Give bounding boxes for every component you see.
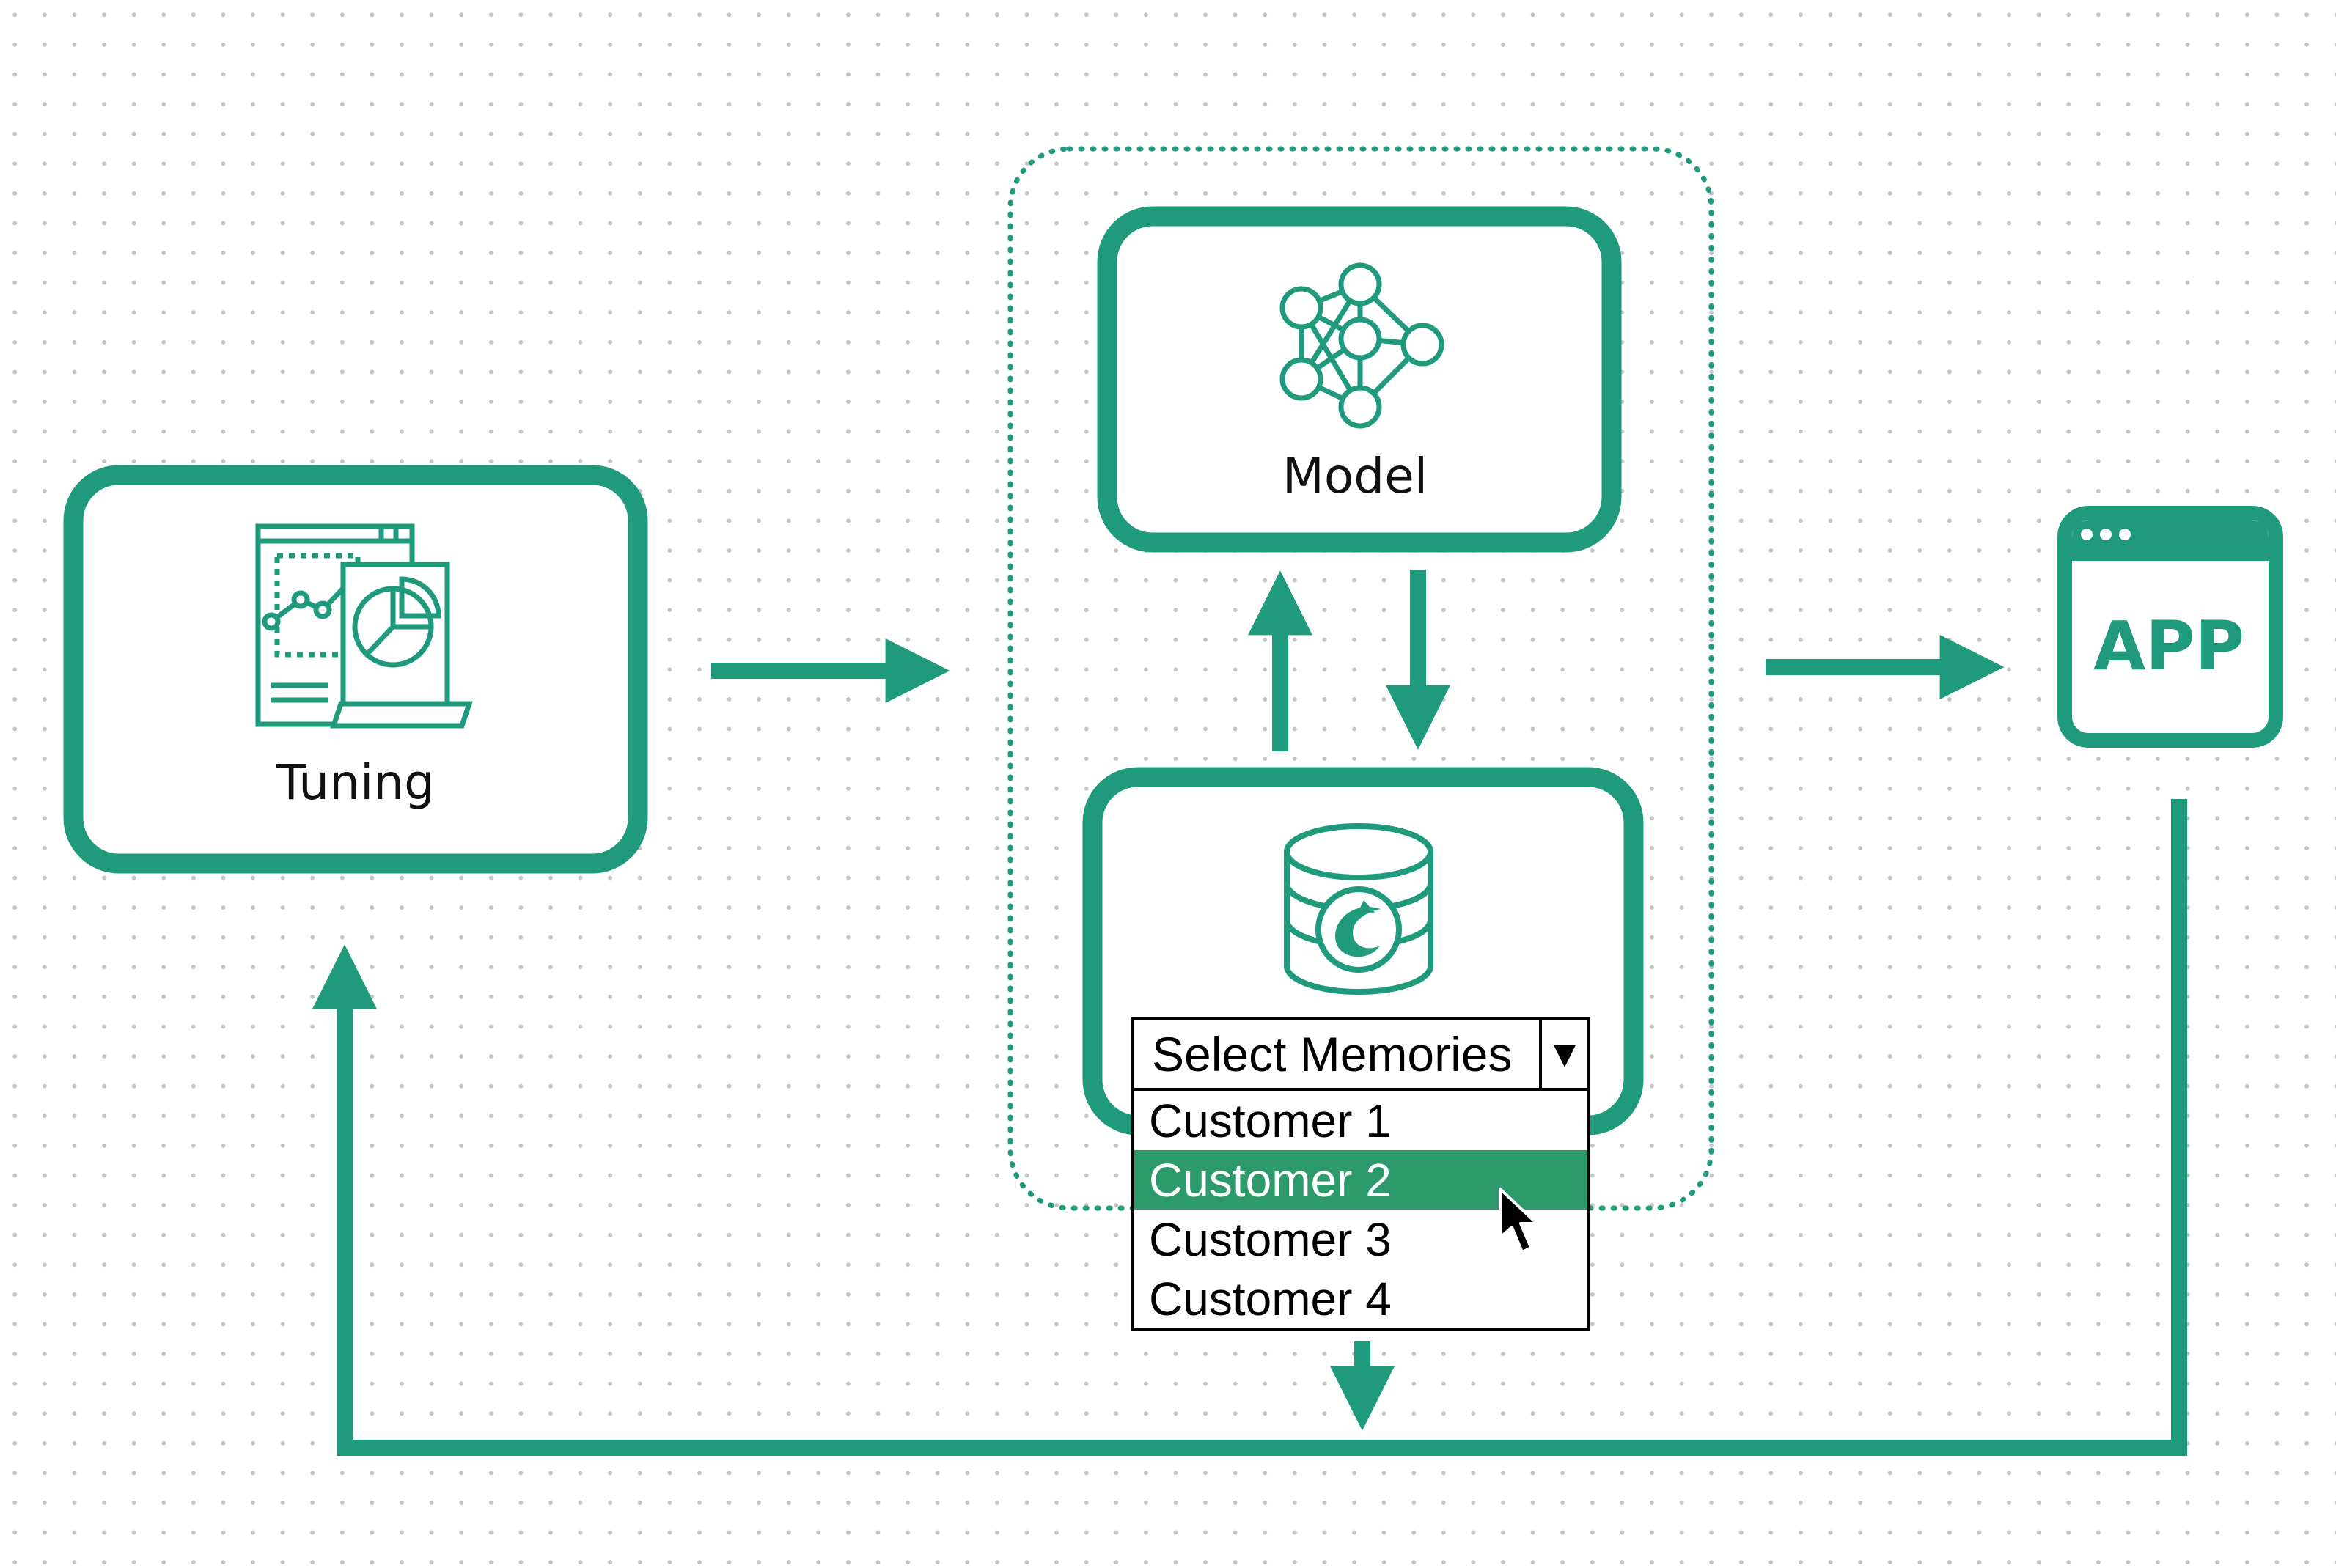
database-dolphin-icon	[1284, 823, 1433, 995]
app-label: APP	[2093, 607, 2244, 685]
app-feedback-line	[345, 799, 2187, 1456]
mouse-pointer-icon	[1499, 1188, 1538, 1254]
analytics-report-icon	[255, 523, 473, 729]
dropdown-option-customer-1[interactable]: Customer 1	[1149, 1094, 1392, 1147]
dropdown-option-customer-3[interactable]: Customer 3	[1149, 1212, 1392, 1266]
neural-network-icon	[1279, 262, 1444, 429]
model-label: Model	[1282, 448, 1428, 504]
chevron-down-icon[interactable]: ▼	[1539, 1020, 1587, 1088]
tuning-label: Tuning	[276, 754, 435, 811]
dropdown-option-customer-2[interactable]: Customer 2	[1134, 1150, 1587, 1210]
memory-model-group-boundary	[1007, 146, 1714, 1211]
app-window-icon[interactable]	[2057, 506, 2283, 748]
dropdown-label: Select Memories	[1152, 1027, 1513, 1081]
select-memories-dropdown[interactable]: Select Memories ▼	[1131, 1017, 1590, 1091]
dropdown-option-customer-4[interactable]: Customer 4	[1149, 1272, 1392, 1325]
